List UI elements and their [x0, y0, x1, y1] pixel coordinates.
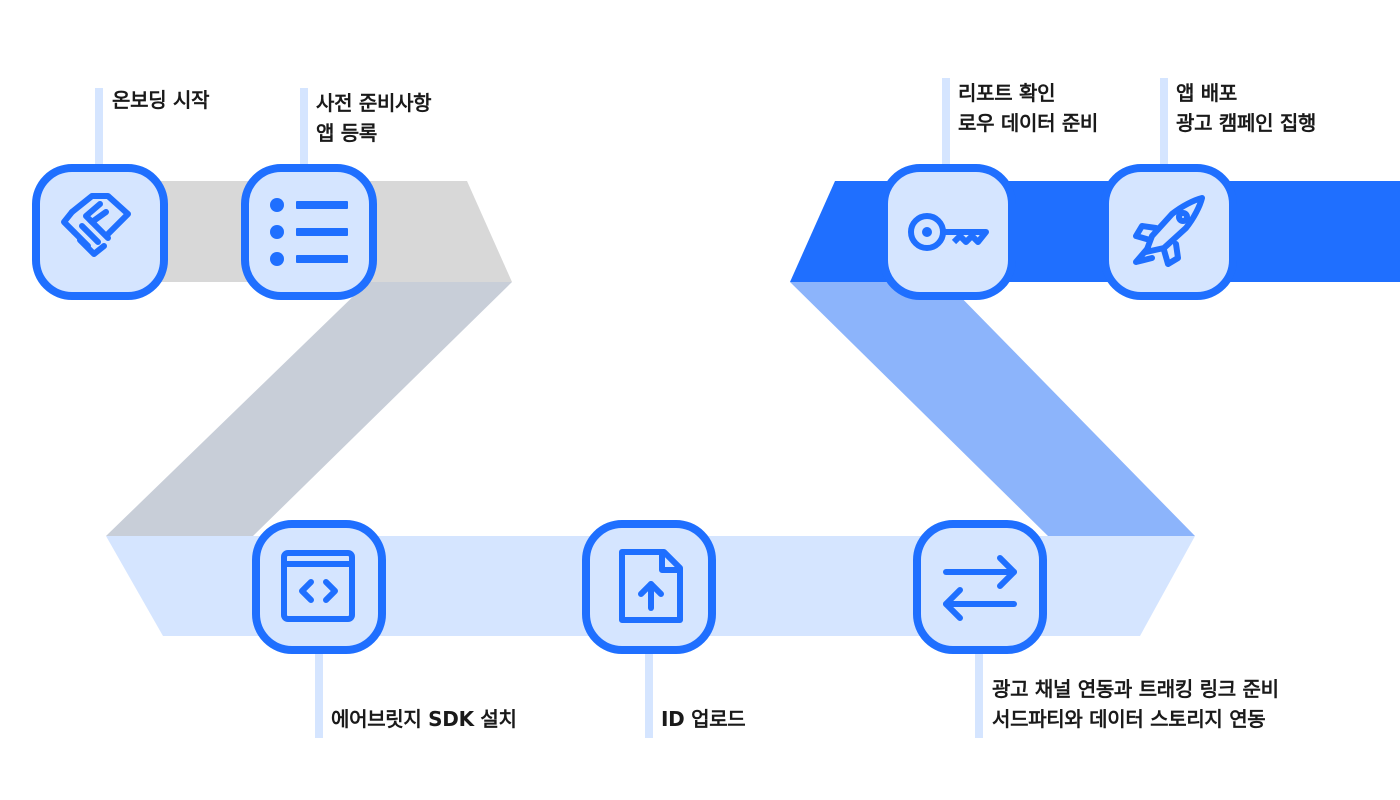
- step-label-line: 로우 데이터 준비: [958, 111, 1099, 135]
- connector-id-upload: [645, 648, 653, 738]
- code-window-icon: [281, 550, 355, 622]
- step-label-integration: 광고 채널 연동과 트래킹 링크 준비 서드파티와 데이터 스토리지 연동: [992, 674, 1279, 734]
- step-integration-tile: [913, 520, 1047, 654]
- step-launch-tile: [1101, 164, 1237, 300]
- rocket-icon: [1133, 195, 1205, 267]
- band-diagonal-gray: [106, 282, 512, 536]
- step-label-line: 앱 배포: [1176, 81, 1237, 105]
- swap-arrows-icon: [943, 555, 1017, 621]
- step-preparation-tile: [241, 164, 377, 300]
- list-icon: [270, 198, 348, 266]
- step-label-line: 에어브릿지 SDK 설치: [331, 707, 517, 731]
- band-diagonal-blue: [790, 282, 1195, 536]
- step-report-tile: [880, 164, 1016, 300]
- step-sdk-tile: [252, 520, 386, 654]
- step-label-line: 리포트 확인: [958, 81, 1056, 105]
- connector-integration: [975, 648, 983, 738]
- connector-preparation: [300, 88, 308, 170]
- step-label-report: 리포트 확인 로우 데이터 준비: [958, 78, 1098, 138]
- step-label-launch: 앱 배포 광고 캠페인 집행: [1176, 78, 1316, 138]
- step-id-upload-tile: [582, 520, 716, 654]
- step-label-preparation: 사전 준비사항 앱 등록: [316, 88, 432, 148]
- handshake-icon: [61, 193, 131, 257]
- step-label-line: 서드파티와 데이터 스토리지 연동: [992, 707, 1266, 731]
- connector-launch: [1160, 78, 1168, 170]
- step-label-sdk: 에어브릿지 SDK 설치: [331, 704, 517, 734]
- connector-report: [942, 78, 950, 170]
- step-label-line: 온보딩 시작: [112, 88, 210, 112]
- step-label-line: 앱 등록: [316, 121, 377, 145]
- step-label-line: 광고 채널 연동과 트래킹 링크 준비: [992, 677, 1279, 701]
- connector-onboarding: [95, 88, 103, 170]
- step-label-line: ID 업로드: [661, 707, 746, 731]
- step-label-line: 사전 준비사항: [316, 91, 432, 115]
- key-icon: [908, 213, 989, 251]
- connector-sdk: [315, 648, 323, 738]
- file-upload-icon: [619, 549, 683, 623]
- step-label-line: 광고 캠페인 집행: [1176, 111, 1317, 135]
- step-label-onboarding: 온보딩 시작: [112, 85, 209, 115]
- step-label-id-upload: ID 업로드: [661, 704, 746, 734]
- step-onboarding-tile: [32, 164, 168, 300]
